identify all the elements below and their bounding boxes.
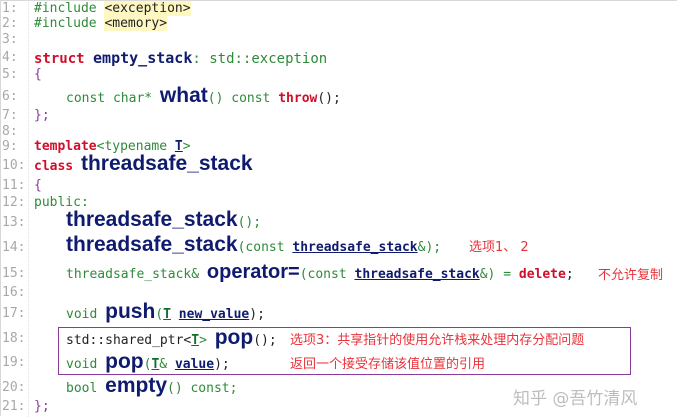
struct-name: empty_stack — [93, 49, 193, 67]
line-number: 18: — [2, 331, 26, 346]
annotation-no-copy: 不允许复制 — [598, 268, 664, 283]
line-number: 11: — [2, 178, 26, 193]
base-class: : std::exception — [192, 51, 328, 67]
include-directive: #include — [34, 1, 105, 16]
method-name: what — [159, 84, 208, 107]
line-number: 4: — [2, 50, 18, 65]
code-line-4: struct empty_stack: std::exception — [34, 49, 327, 67]
line-number: 5: — [2, 67, 18, 82]
line-number: 7: — [2, 108, 18, 123]
line-number: 2: — [2, 16, 18, 31]
line-number: 8: — [2, 124, 18, 139]
annotation-option-3: 选项3：共享指针的使用允许栈来处理内存分配问题 — [290, 333, 585, 348]
template-close: > — [182, 139, 191, 154]
line-number: 1: — [2, 1, 18, 16]
code-line-2: #include <memory> — [34, 16, 168, 31]
annotation-return-ref: 返回一个接受存储该值位置的引用 — [290, 357, 486, 372]
param-ref: & — [159, 357, 175, 372]
template-param-T: T — [174, 139, 183, 154]
param-type-T: T — [163, 307, 171, 322]
keyword-class: class — [34, 159, 81, 174]
line-number: 6: — [2, 89, 18, 104]
line-number: 10: — [2, 158, 26, 173]
template-params: <typename — [96, 139, 175, 154]
param-mid: &) = — [479, 267, 519, 282]
code-line-15: threadsafe_stack& operator=(const thread… — [66, 261, 574, 284]
header-name: <exception> — [104, 1, 191, 16]
include-directive: #include — [34, 16, 105, 31]
return-type: const char* — [66, 91, 160, 106]
code-line-6: const char* what() const throw(); — [66, 84, 341, 108]
keyword-delete: delete — [518, 267, 566, 282]
line-number: 19: — [2, 355, 26, 370]
param-close: ); — [249, 307, 265, 322]
param-open: (const — [299, 267, 355, 282]
param-type: threadsafe_stack — [354, 267, 480, 282]
return-type: threadsafe_stack& — [66, 267, 207, 282]
param-name: new_value — [178, 307, 250, 322]
annotation-options-1-2: 选项1、 2 — [469, 240, 529, 255]
throw-end: (); — [317, 91, 341, 106]
code-line-1: #include <exception> — [34, 1, 191, 16]
param-close: ); — [214, 357, 230, 372]
gutter-divider — [28, 0, 30, 417]
method-name: pop — [214, 326, 254, 349]
param-open: (const — [237, 240, 293, 255]
code-line-12: public: — [34, 195, 89, 210]
statement-end: ; — [565, 267, 574, 282]
operator-name: operator= — [206, 261, 300, 283]
code-line-5: { — [34, 67, 42, 82]
template-close: > — [199, 333, 215, 348]
code-line-20: bool empty() const; — [66, 374, 237, 398]
highlight-box — [58, 327, 631, 375]
line-number: 21: — [2, 399, 26, 414]
code-line-17: void push(T new_value); — [66, 300, 265, 324]
class-name: threadsafe_stack — [80, 152, 253, 175]
code-line-21: }; — [34, 399, 50, 414]
line-number: 3: — [2, 32, 18, 47]
keyword-struct: struct — [34, 51, 94, 67]
param-type-T: T — [151, 357, 160, 372]
space — [171, 307, 179, 322]
line-number: 14: — [2, 240, 26, 255]
line-number: 16: — [2, 285, 26, 300]
method-suffix: () const — [207, 91, 279, 106]
code-line-11: { — [34, 178, 42, 193]
return-type: void — [66, 357, 106, 372]
return-type: void — [66, 307, 106, 322]
method-name: push — [105, 300, 156, 323]
code-line-13: threadsafe_stack(); — [66, 208, 261, 232]
code-line-18: std::shared_ptr<T> pop(); — [66, 326, 277, 350]
code-line-10: class threadsafe_stack — [34, 152, 253, 176]
copy-constructor-name: threadsafe_stack — [66, 233, 238, 256]
param-type: threadsafe_stack — [292, 240, 418, 255]
code-line-14: threadsafe_stack(const threadsafe_stack&… — [66, 233, 441, 257]
method-suffix: () const; — [167, 381, 238, 396]
code-line-19: void pop(T& value); — [66, 350, 230, 374]
param-open: ( — [143, 357, 152, 372]
constructor-name: threadsafe_stack — [66, 208, 238, 231]
line-number: 15: — [2, 266, 26, 281]
keyword-template: template — [34, 139, 97, 154]
line-number: 17: — [2, 306, 26, 321]
param-open: ( — [155, 307, 164, 322]
return-type: bool — [66, 381, 106, 396]
method-name: pop — [105, 350, 144, 373]
line-number: 9: — [2, 139, 18, 154]
code-line-9: template<typename T> — [34, 139, 191, 154]
code-line-7: }; — [34, 108, 50, 123]
watermark: 知乎 @吾竹清风 — [513, 389, 638, 409]
param-name: value — [174, 357, 215, 372]
line-number: 20: — [2, 380, 26, 395]
line-number: 13: — [2, 215, 26, 230]
line-number: 12: — [2, 195, 26, 210]
param-close: &); — [417, 240, 442, 255]
constructor-args: (); — [237, 215, 262, 230]
keyword-throw: throw — [278, 91, 318, 106]
method-name: empty — [105, 374, 167, 397]
return-type: std::shared_ptr< — [66, 333, 192, 348]
header-name: <memory> — [104, 16, 168, 31]
template-arg-T: T — [191, 333, 200, 348]
method-args: (); — [253, 333, 277, 348]
